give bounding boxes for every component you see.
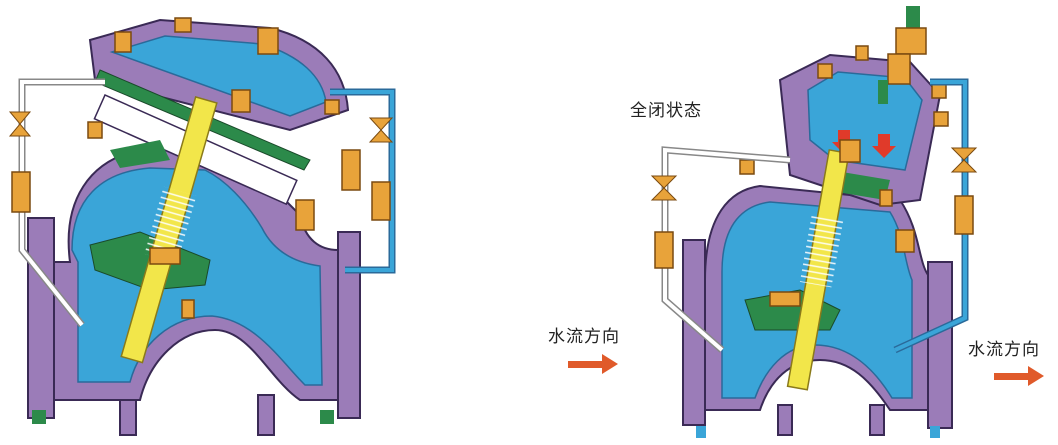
flow-direction-label-right: 水流方向	[968, 340, 1040, 360]
flow-direction-label-left: 水流方向	[548, 327, 620, 347]
left-valve-stem	[120, 95, 218, 364]
left-valve-fittings	[87, 17, 361, 319]
right-valve	[650, 6, 978, 438]
closed-state-label: 全闭状态	[630, 101, 702, 121]
right-valve-fittings	[739, 27, 949, 307]
needle-valve-icon	[950, 147, 978, 173]
needle-valve-icon	[8, 111, 32, 137]
left-valve-flanges	[27, 217, 361, 436]
right-arrow-icon	[568, 354, 618, 374]
needle-valve-icon	[368, 117, 394, 143]
right-valve-stem	[786, 149, 850, 391]
needle-valve-icon	[650, 175, 678, 201]
right-valve-flanges	[682, 239, 953, 436]
right-arrow-icon	[994, 366, 1044, 386]
left-valve	[8, 17, 396, 436]
